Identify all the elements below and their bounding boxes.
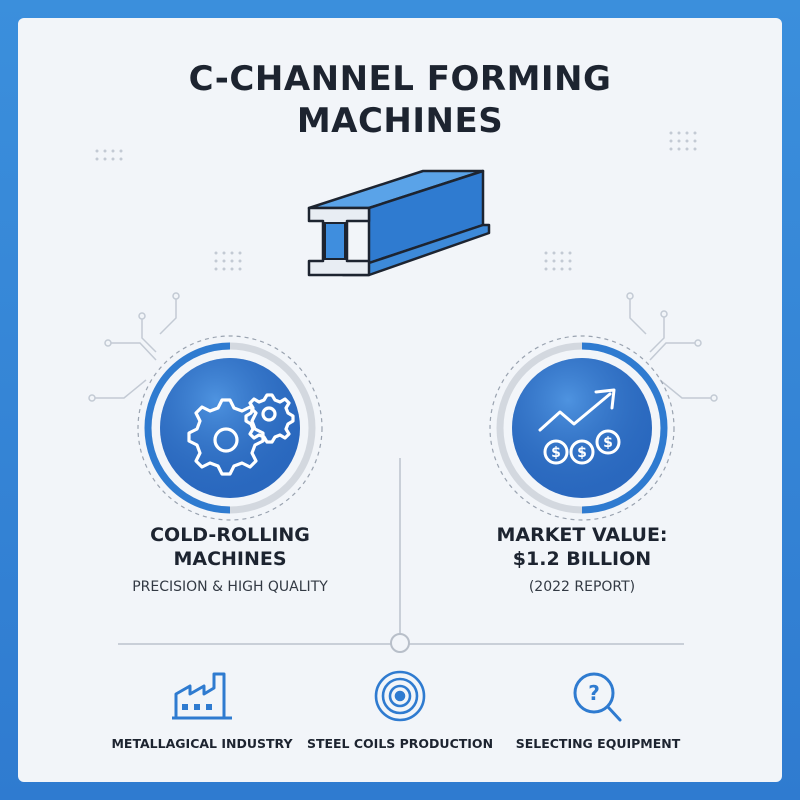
- selecting-label: SELECTING EQUIPMENT: [515, 736, 681, 751]
- market-value-badge: $ $ $: [489, 335, 675, 521]
- metallurgy-label: METALLAGICAL INDUSTRY: [111, 736, 293, 751]
- market-value-subtitle: (2022 REPORT): [528, 579, 636, 595]
- cold-rolling-badge: [137, 335, 323, 521]
- svg-text:$: $: [577, 445, 587, 461]
- dot-grid-center-left: [214, 251, 242, 271]
- steel-coils-label: STEEL COILS PRODUCTION: [306, 736, 494, 751]
- dot-grid-center-right: [544, 251, 572, 271]
- circuit-traces-left: [88, 292, 180, 402]
- market-value-label: MARKET VALUE: $1.2 BILLION (2022 REPORT): [452, 523, 712, 597]
- svg-text:?: ?: [588, 681, 600, 705]
- market-value-heading-2: $1.2 BILLION: [512, 548, 652, 570]
- page-title: C-CHANNEL FORMING MACHINES: [18, 58, 782, 142]
- dot-grid-right: [669, 131, 697, 151]
- factory-icon: [172, 672, 232, 720]
- cold-rolling-heading-2: MACHINES: [173, 548, 287, 570]
- title-line-2: MACHINES: [296, 101, 504, 141]
- dot-grid-left: [95, 149, 123, 161]
- cold-rolling-label: COLD-ROLLING MACHINES PRECISION & HIGH Q…: [100, 523, 360, 597]
- bottom-item-metallurgy: METALLAGICAL INDUSTRY: [102, 668, 302, 751]
- svg-text:$: $: [603, 435, 613, 451]
- vertical-divider: [399, 458, 401, 643]
- market-value-heading-1: MARKET VALUE:: [496, 524, 668, 546]
- bottom-item-steel-coils: STEEL COILS PRODUCTION: [300, 668, 500, 751]
- infographic-card: C-CHANNEL FORMING MACHINES: [18, 18, 782, 782]
- steel-coil-icon: [374, 670, 426, 722]
- search-question-icon: ?: [573, 672, 622, 722]
- bottom-item-selecting: ? SELECTING EQUIPMENT: [498, 668, 698, 751]
- market-growth-icon: [538, 388, 621, 465]
- circuit-traces-right: [626, 292, 718, 402]
- cold-rolling-heading-1: COLD-ROLLING: [150, 524, 310, 546]
- svg-text:$: $: [551, 445, 561, 461]
- title-line-1: C-CHANNEL FORMING: [188, 59, 612, 99]
- cold-rolling-subtitle: PRECISION & HIGH QUALITY: [132, 579, 328, 595]
- c-channel-beam-icon: [307, 169, 491, 277]
- gears-icon: [187, 393, 295, 476]
- divider-node: [390, 633, 410, 653]
